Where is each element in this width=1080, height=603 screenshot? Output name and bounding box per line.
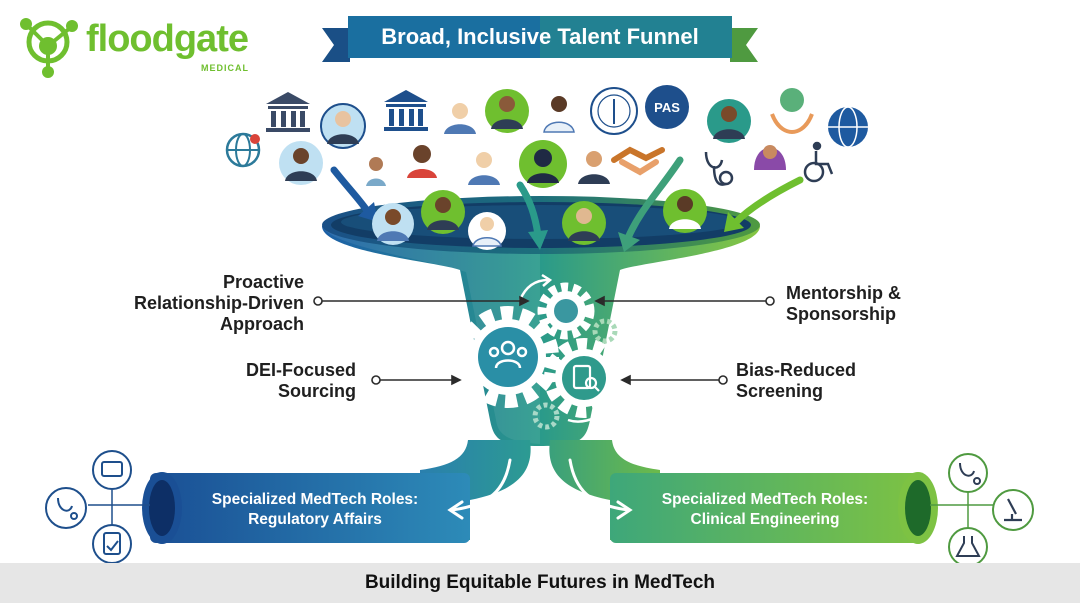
footer-bar: Building Equitable Futures in MedTech <box>0 563 1080 603</box>
avatar <box>707 99 751 143</box>
label-line: DEI-Focused <box>245 360 356 380</box>
wheelchair-icon <box>803 141 834 183</box>
candidate-avatars-row-2 <box>279 132 834 189</box>
gear-icon <box>592 318 618 344</box>
label-line: Screening <box>736 381 824 401</box>
globe-icon <box>828 106 868 148</box>
globe-location-icon <box>225 132 261 168</box>
label-dei-sourcing: DEI-Focused Sourcing <box>200 360 356 402</box>
page-title: Broad, Inclusive Talent Funnel <box>381 24 699 49</box>
logo-wordmark: floodgate <box>86 18 249 60</box>
candidate-avatars: PAS <box>320 85 868 149</box>
role-regulatory-affairs: Specialized MedTech Roles: Regulatory Af… <box>190 490 440 530</box>
role-line: Specialized MedTech Roles: <box>211 491 419 508</box>
candidate-avatars-row-3 <box>372 189 707 250</box>
logo-subtitle: MEDICAL <box>201 63 249 73</box>
inflow-arrows <box>330 156 804 252</box>
avatar <box>279 141 323 185</box>
avatar <box>468 212 506 250</box>
avatar <box>320 103 366 149</box>
connector-lines <box>313 295 775 386</box>
label-bias-screening: Bias-Reduced Screening <box>736 360 896 402</box>
label-line: Mentorship & <box>786 283 901 303</box>
handshake-icon <box>611 146 665 176</box>
avatar <box>462 145 506 189</box>
microscope-icon <box>992 489 1034 531</box>
gear-icon <box>544 338 624 418</box>
label-line: Relationship-Driven <box>133 293 304 313</box>
team-icon <box>488 340 528 369</box>
government-building-icon <box>384 90 428 131</box>
role-line: Regulatory Affairs <box>248 511 382 528</box>
clinical-icons <box>930 453 1034 567</box>
avatar <box>440 98 480 138</box>
avatar <box>362 156 394 188</box>
pas-badge-label: PAS <box>654 100 680 115</box>
label-line: Bias-Reduced <box>736 360 857 380</box>
role-clinical-engineering: Specialized MedTech Roles: Clinical Engi… <box>640 490 890 530</box>
avatar <box>750 132 790 172</box>
role-line: Specialized MedTech Roles: <box>661 491 869 508</box>
flask-icon <box>948 527 988 567</box>
avatar <box>663 189 707 233</box>
avatar <box>562 201 606 245</box>
avatar <box>421 190 465 234</box>
avatar <box>372 203 414 245</box>
pipe-clinical-engineering <box>610 472 938 544</box>
label-line: Sourcing <box>277 381 356 401</box>
avatar <box>519 140 567 188</box>
label-line: Proactive <box>222 272 304 292</box>
outlet-arrows <box>447 458 633 520</box>
avatar <box>572 144 616 188</box>
label-line: Approach <box>219 314 304 334</box>
stethoscope-icon <box>704 151 734 186</box>
label-proactive-approach: Proactive Relationship-Driven Approach <box>110 272 304 335</box>
avatar <box>402 141 442 181</box>
clipboard-search-icon <box>572 364 600 392</box>
gear-icon <box>537 282 595 340</box>
clipboard-check-icon <box>92 524 132 564</box>
stethoscope-icon <box>45 487 87 529</box>
gear-icon <box>532 402 560 430</box>
regulatory-icons <box>45 450 150 564</box>
government-building-icon <box>266 92 310 132</box>
monitor-icon <box>92 450 132 490</box>
pipe-regulatory-affairs <box>142 472 470 544</box>
role-line: Clinical Engineering <box>690 511 840 528</box>
medical-seal-icon <box>590 87 638 135</box>
footer-tagline: Building Equitable Futures in MedTech <box>364 572 716 593</box>
stethoscope-icon <box>948 453 988 493</box>
avatar <box>485 89 529 133</box>
label-mentorship: Mentorship & Sponsorship <box>786 283 966 325</box>
process-gears <box>457 273 624 430</box>
avatar <box>539 94 579 134</box>
label-line: Sponsorship <box>786 304 897 324</box>
hands-globe-icon <box>770 88 814 135</box>
pas-badge: PAS <box>645 85 689 129</box>
network-logo-icon <box>20 18 78 78</box>
title-banner <box>322 16 758 62</box>
